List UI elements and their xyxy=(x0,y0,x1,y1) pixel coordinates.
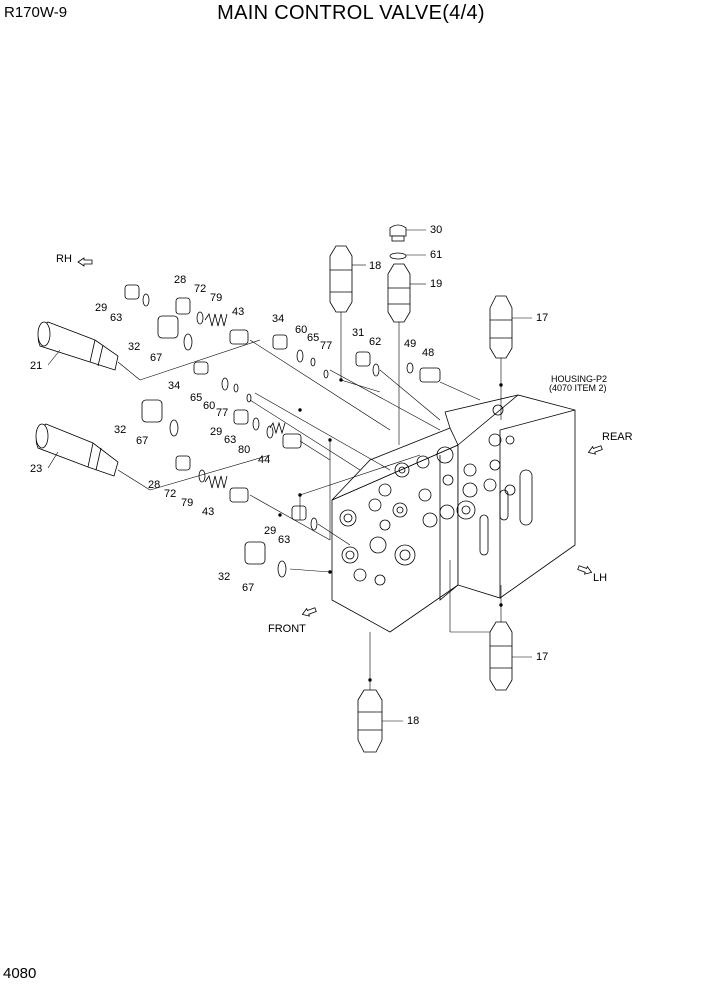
callout-28-bottom: 28 xyxy=(148,479,160,491)
callout-49: 49 xyxy=(404,338,416,350)
callout-63-mid: 63 xyxy=(224,434,236,446)
callout-79-top: 79 xyxy=(210,292,222,304)
callout-72-bottom: 72 xyxy=(164,488,176,500)
callout-18-bottom: 18 xyxy=(407,715,419,727)
callout-43-top: 43 xyxy=(232,306,244,318)
callout-60-top: 60 xyxy=(295,324,307,336)
housing-label: HOUSING-P2 xyxy=(551,374,607,384)
callout-67-bottom: 67 xyxy=(242,582,254,594)
rh-arrow-icon xyxy=(77,257,93,267)
valve-parts xyxy=(35,224,513,753)
callout-17-top: 17 xyxy=(536,312,548,324)
page-title: MAIN CONTROL VALVE(4/4) xyxy=(217,2,485,24)
callout-72-top: 72 xyxy=(194,283,206,295)
callout-61: 61 xyxy=(430,249,442,261)
direction-label-front: FRONT xyxy=(268,623,306,635)
callout-48: 48 xyxy=(422,347,434,359)
callout-62: 62 xyxy=(369,336,381,348)
diagram-labels: RH REAR LH FRONT HOUSING-P2 (4070 ITEM 2… xyxy=(30,224,633,727)
callout-23: 23 xyxy=(30,463,42,475)
callout-29-mid: 29 xyxy=(210,426,222,438)
front-arrow-icon xyxy=(301,607,317,617)
callout-67-top: 67 xyxy=(150,352,162,364)
callout-77-mid: 77 xyxy=(216,407,228,419)
callout-21: 21 xyxy=(30,360,42,372)
callout-63-top: 63 xyxy=(110,312,122,324)
callout-32-top: 32 xyxy=(128,341,140,353)
callout-34-mid: 34 xyxy=(168,380,180,392)
callout-43-bottom: 43 xyxy=(202,506,214,518)
callout-31: 31 xyxy=(352,327,364,339)
callout-63-bottom: 63 xyxy=(278,534,290,546)
callout-29-top: 29 xyxy=(95,302,107,314)
direction-label-rear: REAR xyxy=(602,431,633,443)
rear-arrow-icon xyxy=(587,445,603,455)
callout-30: 30 xyxy=(430,224,442,236)
callout-65-mid: 65 xyxy=(190,392,202,404)
callout-32-bottom: 32 xyxy=(218,571,230,583)
callout-77-top: 77 xyxy=(320,340,332,352)
direction-label-rh: RH xyxy=(56,253,72,265)
valve-body xyxy=(331,394,576,633)
callout-44: 44 xyxy=(258,454,270,466)
callout-28-top: 28 xyxy=(174,274,186,286)
callout-18-top: 18 xyxy=(369,260,381,272)
callout-29-bottom: 29 xyxy=(264,525,276,537)
callout-32-mid: 32 xyxy=(114,424,126,436)
callout-34-top: 34 xyxy=(272,313,284,325)
housing-ref: (4070 ITEM 2) xyxy=(549,383,607,393)
callout-17-bottom: 17 xyxy=(536,651,548,663)
callout-79-bottom: 79 xyxy=(181,497,193,509)
assembly-lines xyxy=(117,312,503,690)
model-code: R170W-9 xyxy=(4,4,68,21)
direction-arrows xyxy=(77,257,603,617)
callout-60-mid: 60 xyxy=(203,400,215,412)
lh-arrow-icon xyxy=(577,565,593,575)
direction-label-lh: LH xyxy=(593,572,607,584)
callout-19: 19 xyxy=(430,278,442,290)
page-number: 4080 xyxy=(3,965,37,982)
callout-leaders xyxy=(47,229,532,722)
callout-67-mid: 67 xyxy=(136,435,148,447)
callout-80: 80 xyxy=(238,444,250,456)
callout-65-top: 65 xyxy=(307,332,319,344)
